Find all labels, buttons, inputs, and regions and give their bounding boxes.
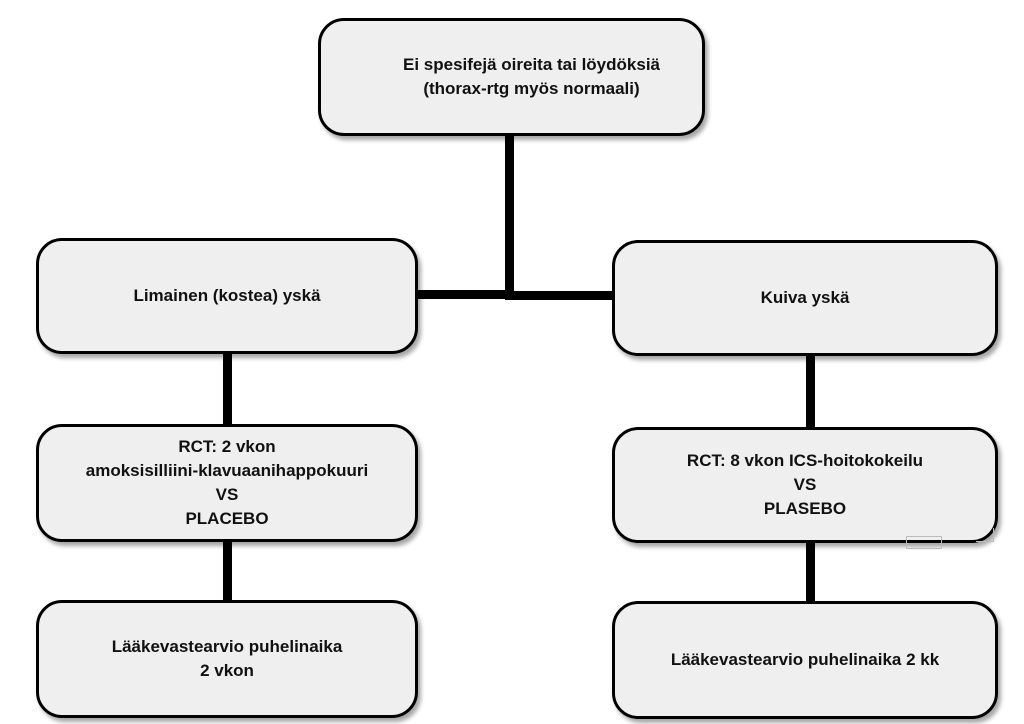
connector-horizontal-left (418, 290, 514, 299)
right-category-label: Kuiva yskä (760, 288, 850, 307)
right-followup-box: Lääkevastearvio puhelinaika 2 kk (612, 601, 998, 719)
root-line-2: (thorax-rtg myös normaali) (423, 79, 640, 98)
left-trial-line-1: RCT: 2 vkon (178, 437, 276, 456)
right-trial-line-1: RCT: 8 vkon ICS-hoitokokeilu (686, 451, 924, 470)
left-trial-line-2: amoksisilliini-klavuaanihappokuuri (85, 461, 369, 480)
connector-left-trial-to-followup (223, 540, 232, 602)
selection-handle-artifact (906, 536, 942, 549)
connector-horizontal-right (505, 291, 616, 300)
right-category-box: Kuiva yskä (612, 240, 998, 356)
left-trial-line-4: PLACEBO (185, 509, 269, 528)
left-trial-line-3: VS (215, 485, 239, 504)
connector-root-down (505, 136, 514, 295)
root-box: Ei spesifejä oireita tai löydöksiä (thor… (318, 18, 705, 136)
right-trial-box: RCT: 8 vkon ICS-hoitokokeilu VS PLASEBO (612, 427, 998, 543)
left-followup-line-2: 2 vkon (200, 661, 254, 680)
selection-handle-artifact-2 (976, 528, 994, 542)
right-trial-line-2: VS (793, 475, 817, 494)
left-trial-box: RCT: 2 vkon amoksisilliini-klavuaanihapp… (36, 424, 418, 542)
right-followup-line-1: Lääkevastearvio puhelinaika 2 kk (670, 650, 940, 669)
left-category-label: Limainen (kostea) yskä (133, 286, 321, 305)
connector-right-category-to-trial (806, 355, 815, 429)
left-followup-line-1: Lääkevastearvio puhelinaika (111, 637, 343, 656)
left-category-box: Limainen (kostea) yskä (36, 238, 418, 354)
left-followup-box: Lääkevastearvio puhelinaika 2 vkon (36, 600, 418, 718)
right-trial-line-3: PLASEBO (763, 499, 847, 518)
connector-left-category-to-trial (223, 352, 232, 426)
root-line-1: Ei spesifejä oireita tai löydöksiä (403, 55, 660, 74)
connector-right-trial-to-followup (806, 540, 815, 604)
